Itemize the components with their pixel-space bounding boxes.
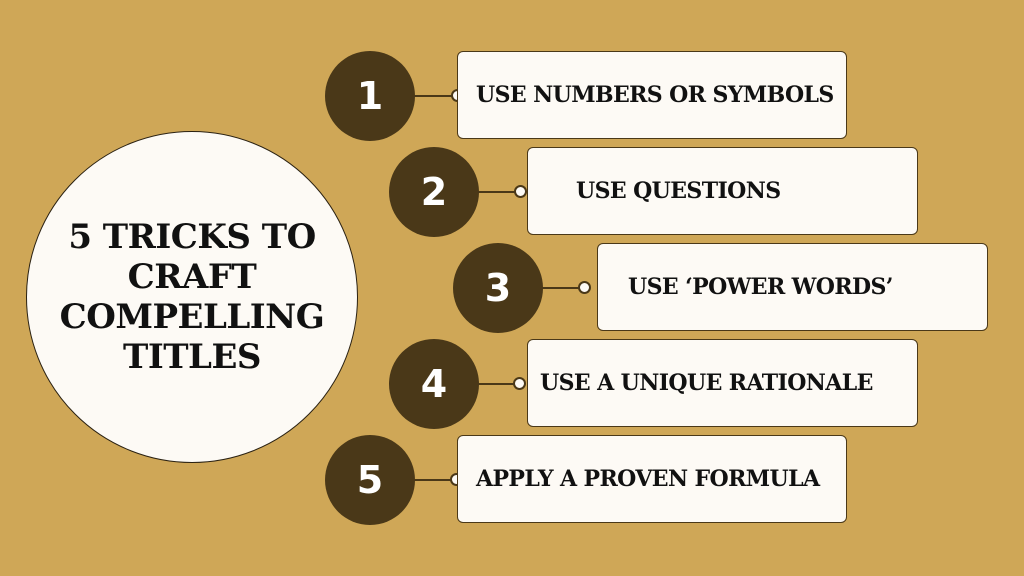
step-card: APPLY A PROVEN FORMULA (457, 435, 847, 523)
step-label: USE A UNIQUE RATIONALE (540, 370, 873, 396)
step-number-badge: 1 (325, 51, 415, 141)
step-label: USE NUMBERS OR SYMBOLS (476, 82, 834, 108)
step-label: USE ‘POWER WORDS’ (628, 274, 893, 300)
step-card: USE A UNIQUE RATIONALE (527, 339, 918, 427)
step-label: USE QUESTIONS (576, 178, 781, 204)
step-number-badge: 4 (389, 339, 479, 429)
connector-line (541, 287, 587, 289)
connector-line (477, 383, 523, 385)
step-number-badge: 2 (389, 147, 479, 237)
connector-line (413, 479, 459, 481)
main-title: 5 TRICKS TO CRAFT COMPELLING TITLES (59, 217, 325, 377)
step-card: USE NUMBERS OR SYMBOLS (457, 51, 847, 139)
step-label: APPLY A PROVEN FORMULA (476, 466, 820, 492)
connector-line (477, 191, 523, 193)
step-number-badge: 5 (325, 435, 415, 525)
connector-dot-icon (513, 377, 526, 390)
connector-dot-icon (514, 185, 527, 198)
title-circle: 5 TRICKS TO CRAFT COMPELLING TITLES (26, 131, 358, 463)
step-card: USE QUESTIONS (527, 147, 918, 235)
step-card: USE ‘POWER WORDS’ (597, 243, 988, 331)
step-number-badge: 3 (453, 243, 543, 333)
connector-dot-icon (578, 281, 591, 294)
connector-line (413, 95, 459, 97)
